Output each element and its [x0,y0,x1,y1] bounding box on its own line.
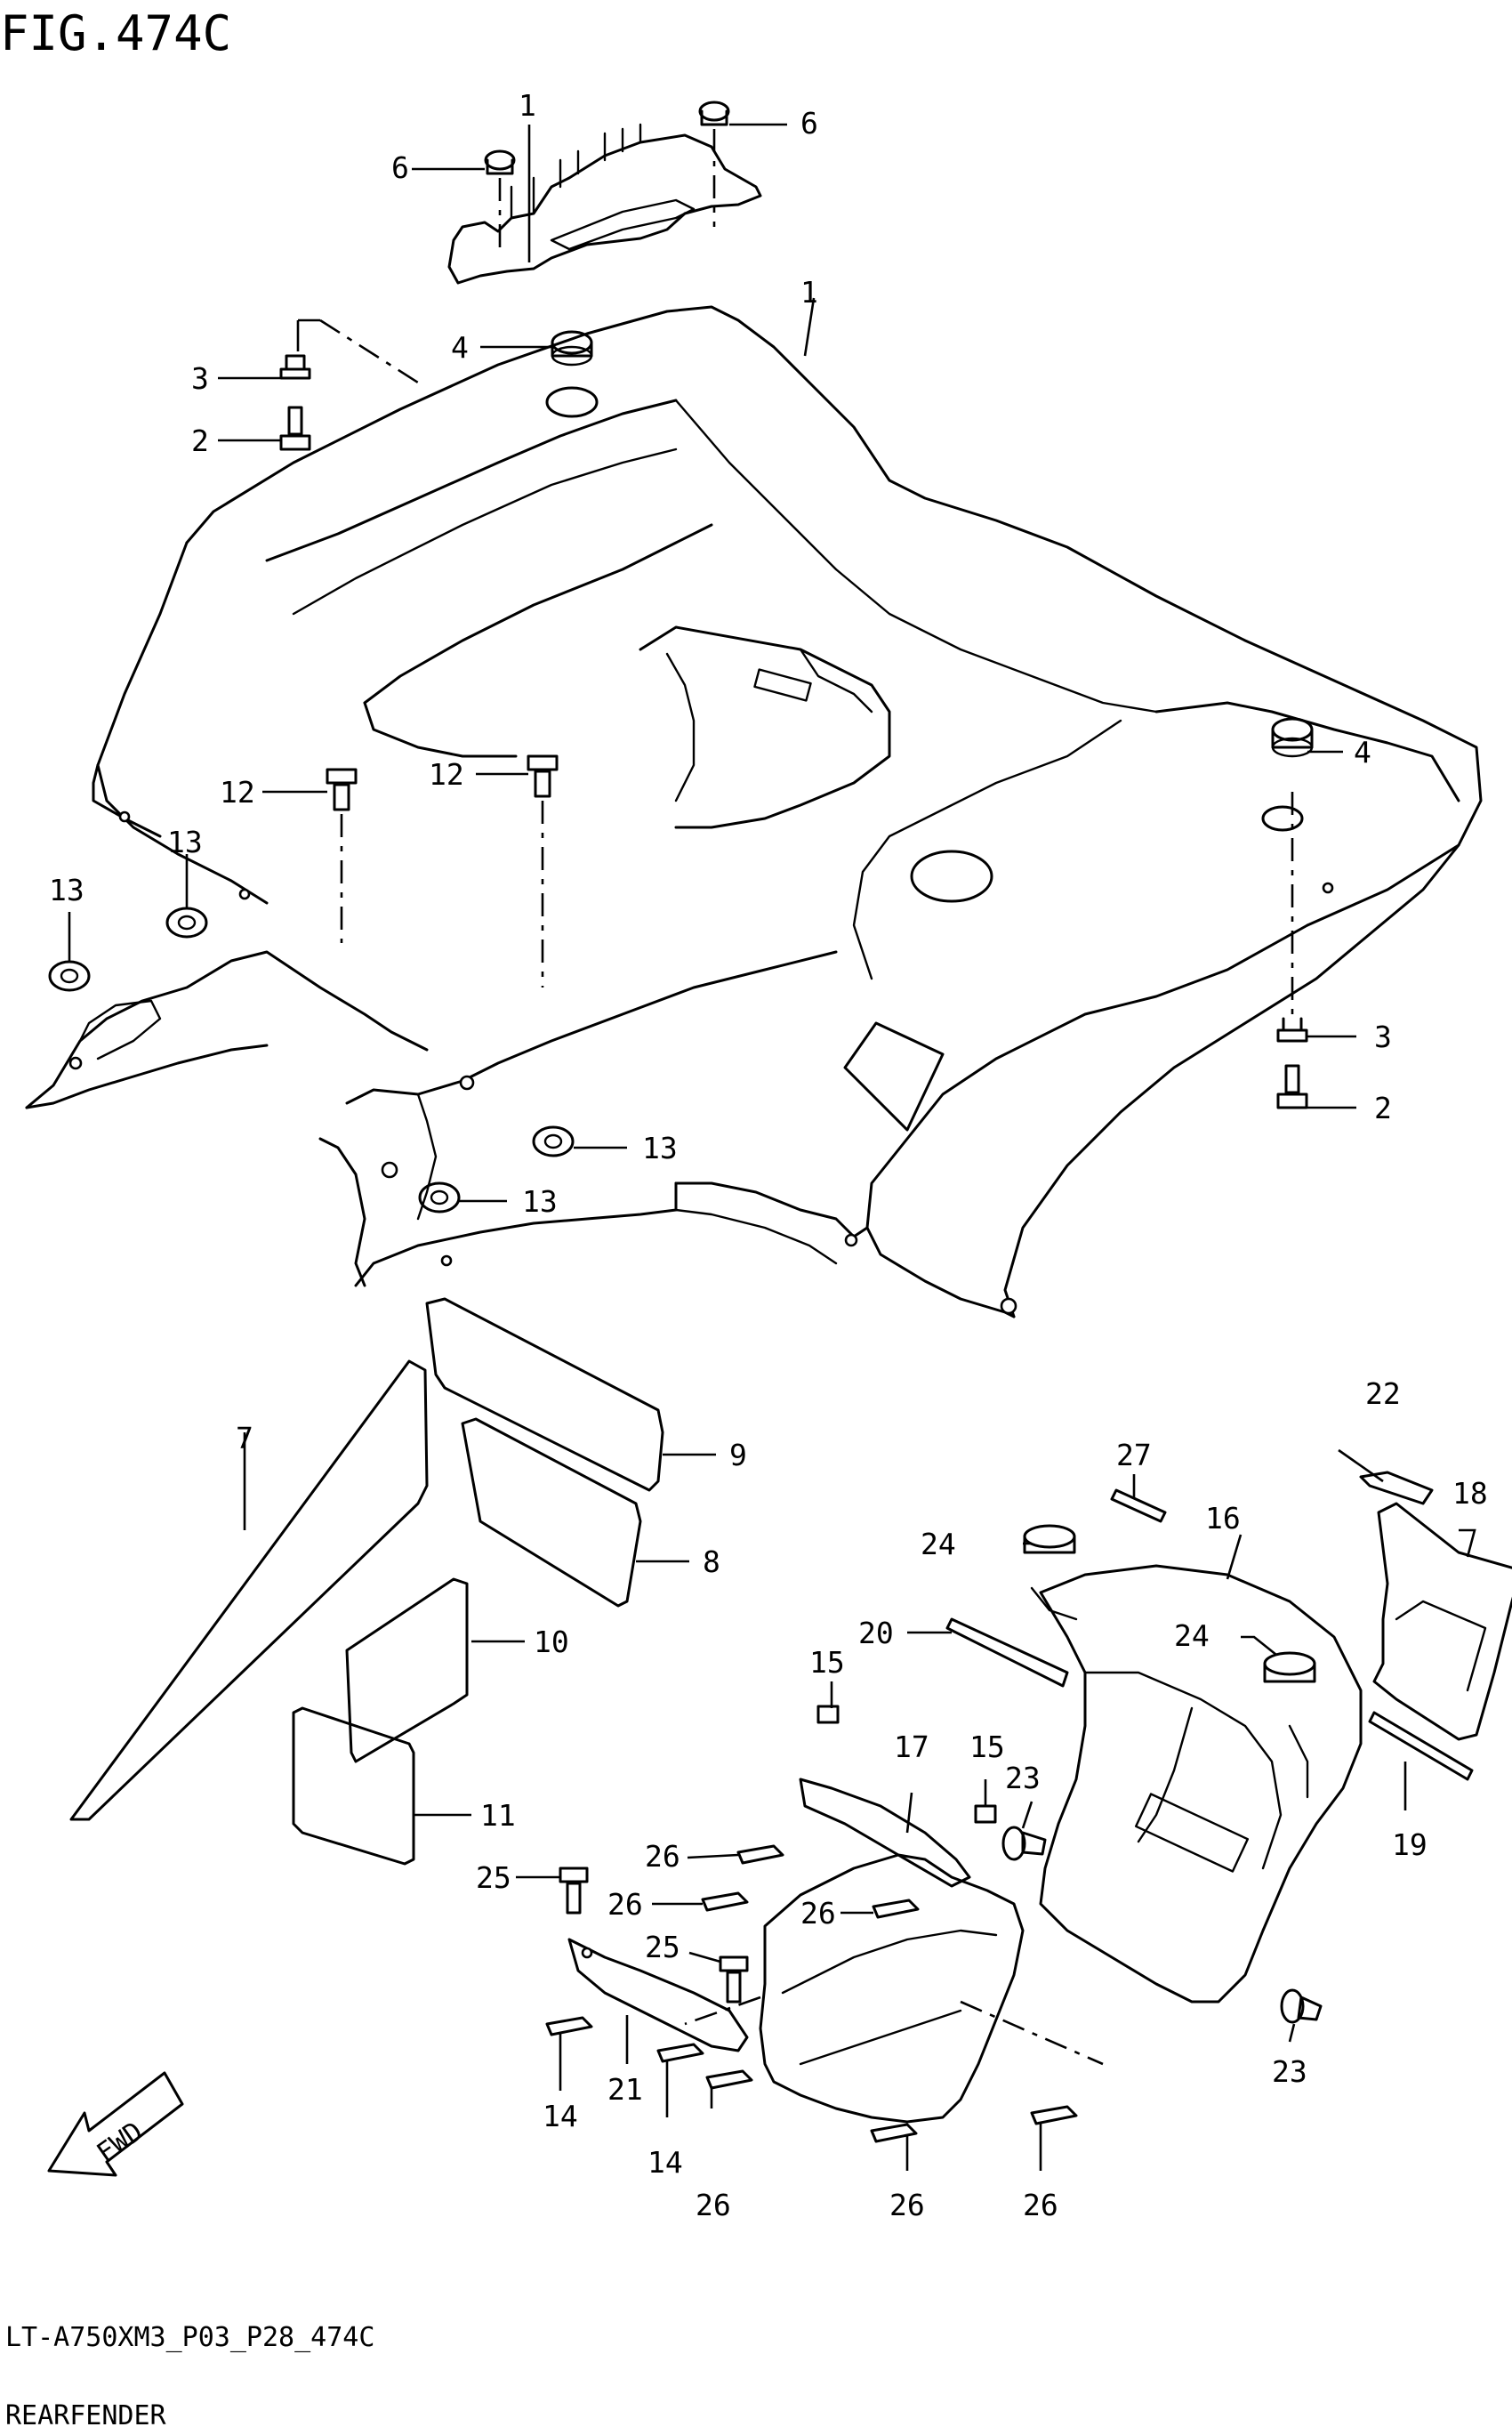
part-6-clip-left [484,149,516,249]
callout-9: 9 [729,1438,747,1472]
callout-4-left: 4 [451,330,469,365]
part-11-sheet [292,1706,415,1866]
part-14-screws [545,2016,704,2063]
callout-7: 7 [236,1421,253,1455]
figure-code: LT-A750XM3_P03_P28_474C [5,2322,374,2353]
leader-3-guide [296,318,320,351]
figure-caption: REARFENDER [5,2400,167,2431]
part-22-clip [1359,1471,1434,1505]
part-10-sheet [345,1577,469,1763]
part-2-bolt-left [279,406,311,451]
part-20-tape [945,1617,1069,1688]
figure-title: FIG.474C [0,5,231,61]
callout-2-right: 2 [1374,1091,1392,1125]
dash-3-to-fender [319,318,419,384]
part-25-bolt-b [719,1955,749,2004]
part-13-damper-b [165,907,208,939]
part-26-screws [701,1844,1078,2143]
callout-12-left: 12 [220,775,255,810]
part-18-bracket [1372,1502,1512,1741]
dash-mud-guard-a [960,2000,1104,2066]
part-16-mud-guard-right [1030,1564,1363,2004]
callout-23-bottom: 23 [1272,2054,1307,2089]
callout-19: 19 [1392,1827,1428,1862]
part-7-sheet [69,1359,429,1821]
dash-mud-guard-b [684,1996,761,2026]
callout-13-c: 13 [642,1131,678,1165]
part-6-clip-right [698,101,730,227]
part-24-grommet-b [1263,1651,1316,1683]
callout-11: 11 [480,1798,516,1833]
part-23-bolt-a [1001,1826,1047,1861]
callout-13-a: 13 [167,825,203,859]
callout-26-f: 26 [1023,2188,1058,2222]
part-21-stay [567,1938,749,2052]
part-27-tape [1110,1488,1167,1523]
part-19-seal [1368,1711,1474,1781]
callout-13-b: 13 [49,873,84,907]
part-9-sheet [425,1297,664,1492]
callout-27: 27 [1116,1438,1152,1472]
part-2-bolt-right [1276,1064,1308,1109]
callout-26-c: 26 [800,1896,836,1931]
callout-15-left: 15 [809,1645,845,1680]
callout-25-a: 25 [476,1860,511,1895]
callout-5: 1 [519,88,536,123]
part-3-collar-right [1276,1017,1308,1043]
callout-1: 1 [800,275,818,310]
callout-14-right: 14 [647,2145,683,2180]
callout-4-right: 4 [1354,735,1371,770]
part-5-bracket [447,123,762,285]
callout-16: 16 [1205,1501,1241,1536]
callout-15-right: 15 [969,1729,1005,1764]
callout-6-right: 6 [800,106,818,141]
part-1-rear-fender [25,305,1483,1318]
callout-3-left: 3 [191,361,209,396]
callout-10: 10 [534,1625,569,1659]
part-13-damper-c [532,1125,575,1157]
callout-22: 22 [1365,1376,1401,1411]
callout-26-e: 26 [889,2188,925,2222]
callout-2-left: 2 [191,423,209,458]
callout-20: 20 [858,1616,894,1650]
part-24-grommet-a [1023,1524,1076,1554]
callout-26-d: 26 [696,2188,731,2222]
callout-24-a: 24 [921,1527,956,1561]
part-13-damper-d [418,1181,461,1213]
part-8-sheet [461,1417,642,1608]
part-12-bolt-left [326,768,358,943]
callout-23-top: 23 [1005,1761,1041,1795]
part-25-bolt-a [559,1867,589,1915]
callout-17: 17 [894,1729,929,1764]
part-4-grommet-left [551,330,593,367]
callout-26-a: 26 [645,1839,680,1874]
callout-13-d: 13 [522,1184,558,1219]
callout-12-right: 12 [429,757,464,792]
part-17-mud-guard-left [759,1778,1025,2124]
callout-24-b: 24 [1174,1618,1210,1653]
callout-21: 21 [607,2072,643,2107]
callout-8: 8 [703,1544,720,1579]
callout-25-b: 25 [645,1930,680,1964]
callout-18: 18 [1452,1476,1488,1511]
part-12-bolt-right [527,754,559,988]
callout-6-left: 6 [391,150,409,185]
part-15-clip-left [816,1705,840,1724]
callout-14-left: 14 [543,2099,578,2133]
callout-26-b: 26 [607,1887,643,1922]
part-15-clip-right [974,1804,997,1824]
part-23-bolt-b [1280,1988,1323,2024]
part-3-collar-left [279,354,311,380]
part-13-damper-a [48,960,91,992]
callout-labels: 1 6 6 1 4 4 3 2 3 2 12 12 13 13 13 13 7 … [49,88,1488,2222]
fwd-arrow-icon: FWD [47,2071,184,2177]
callout-leaders [68,123,1476,2171]
callout-3-right: 3 [1374,1020,1392,1054]
part-4-grommet-right [1271,717,1314,1019]
